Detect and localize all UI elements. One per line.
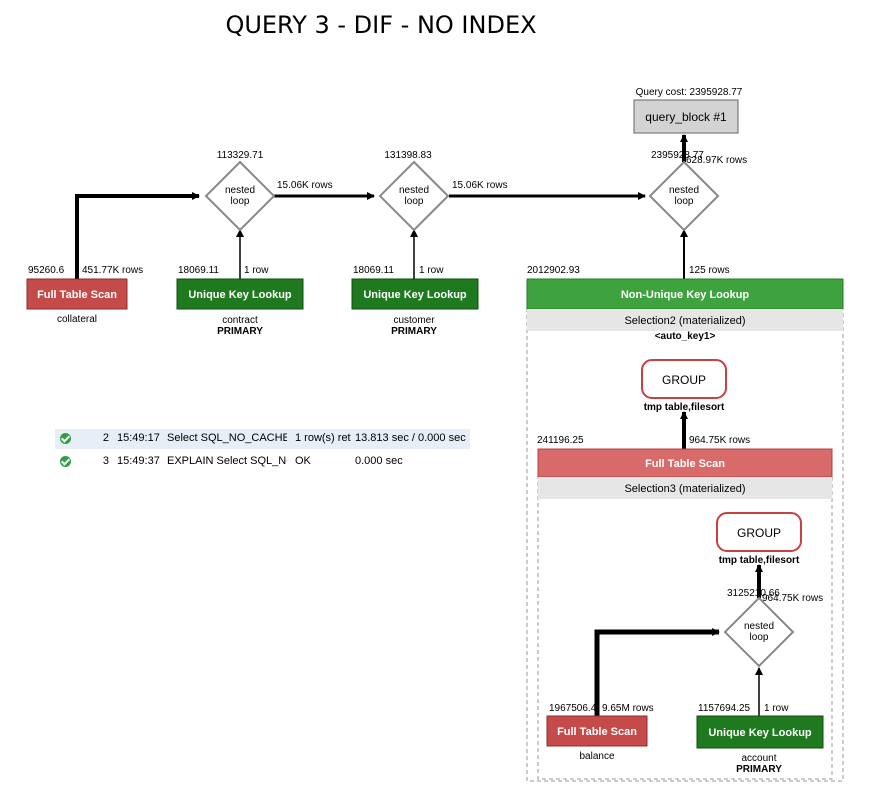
fts-balance-table: balance (579, 751, 614, 762)
history-row[interactable]: 3 15:49:37 EXPLAIN Select SQL_NO_CACHE O… (55, 452, 470, 472)
ukl-contract-rows: 1 row (244, 265, 269, 276)
ukl-account-key: PRIMARY (736, 764, 782, 775)
edge-collateral-nl1 (75, 192, 200, 279)
history-duration: 0.000 sec (355, 455, 403, 467)
fts-balance-cost: 1967506.4 (549, 703, 597, 714)
nested-loop-label: loop (405, 196, 424, 207)
ukl-account-table: account (741, 753, 776, 764)
full-table-scan-collateral[interactable] (26, 278, 128, 310)
query-block-box[interactable] (633, 99, 739, 134)
nl4-cost: 3125210.66 (727, 588, 780, 599)
fts-balance-rows: 9.65M rows (602, 703, 654, 714)
selection3-header (538, 477, 832, 499)
selection3-label: Selection3 (materialized) (624, 483, 745, 495)
ukl-account-rows: 1 row (764, 703, 789, 714)
fts-sel3-label: Full Table Scan (645, 458, 725, 470)
history-row[interactable]: 2 15:49:17 Select SQL_NO_CACHE 1 row(s) … (55, 429, 470, 449)
success-icon (60, 456, 71, 467)
full-table-scan-selection3[interactable] (537, 448, 833, 478)
fts-collateral-cost: 95260.6 (28, 265, 65, 276)
nl3-cost: 2395928.77 (651, 150, 704, 161)
success-icon (60, 433, 71, 444)
ukl-account-cost: 1157694.25 (698, 703, 751, 714)
nested-loop-label: nested (399, 185, 429, 196)
history-message: OK (295, 455, 311, 467)
nl2-rows: 15.06K rows (452, 180, 508, 191)
page-title: QUERY 3 - DIF - NO INDEX (225, 11, 536, 39)
group-node-2[interactable] (716, 512, 802, 552)
group-2-label: GROUP (737, 526, 781, 540)
ukl-contract-key: PRIMARY (217, 326, 263, 337)
nukl-cost: 2012902.93 (527, 265, 580, 276)
history-time: 15:49:37 (117, 455, 160, 467)
nl3-rows: 628.97K rows (686, 155, 747, 166)
nested-loop-label: nested (669, 185, 699, 196)
ukl-contract-table: contract (222, 315, 258, 326)
nukl-key: <auto_key1> (655, 331, 716, 342)
ukl-contract-label: Unique Key Lookup (188, 289, 292, 301)
nl2-cost: 131398.83 (384, 150, 432, 161)
history-num: 2 (102, 432, 109, 444)
nested-loop-3[interactable]: nested loop (648, 160, 720, 232)
fts-collateral-table: collateral (57, 314, 97, 325)
selection2-label: Selection2 (materialized) (624, 315, 745, 327)
fts-balance-label: Full Table Scan (557, 726, 637, 738)
unique-key-lookup-contract[interactable] (176, 278, 304, 310)
query-block-label: query_block #1 (645, 110, 727, 124)
history-message: 1 row(s) returned (295, 432, 351, 444)
nested-loop-2[interactable]: nested loop (378, 160, 450, 232)
group-1-sub: tmp table,filesort (644, 402, 725, 413)
group-2-sub: tmp table,filesort (719, 555, 800, 566)
nl1-cost: 113329.71 (217, 150, 264, 161)
nested-loop-label: nested (225, 185, 255, 196)
group-1-label: GROUP (662, 373, 706, 387)
edge-balance-nl4 (594, 628, 720, 716)
history-action: EXPLAIN Select SQL_NO_CACHE (167, 455, 287, 467)
ukl-customer-cost: 18069.11 (353, 265, 394, 276)
ukl-customer-key: PRIMARY (391, 326, 437, 337)
fts-collateral-label: Full Table Scan (37, 289, 117, 301)
nukl-label: Non-Unique Key Lookup (621, 289, 750, 301)
ukl-customer-table: customer (393, 315, 435, 326)
unique-key-lookup-account[interactable] (696, 715, 824, 749)
full-table-scan-balance[interactable] (546, 715, 648, 747)
ukl-contract-cost: 18069.11 (178, 265, 219, 276)
nested-loop-label: loop (675, 196, 694, 207)
nukl-rows: 125 rows (689, 265, 730, 276)
selection2-header (527, 309, 843, 331)
nested-loop-4[interactable]: nested loop (723, 596, 795, 668)
ukl-customer-label: Unique Key Lookup (363, 289, 467, 301)
nested-loop-label: loop (231, 196, 250, 207)
query-cost-label: Query cost: 2395928.77 (636, 87, 743, 98)
group-node-1[interactable] (641, 359, 727, 399)
nested-loop-label: loop (750, 632, 769, 643)
fts-sel3-cost: 241196.25 (537, 435, 584, 446)
ukl-customer-rows: 1 row (419, 265, 444, 276)
unique-key-lookup-customer[interactable] (351, 278, 479, 310)
history-duration: 13.813 sec / 0.000 sec (355, 432, 466, 444)
nl4-rows: 964.75K rows (762, 593, 823, 604)
fts-collateral-rows: 451.77K rows (82, 265, 143, 276)
fts-sel3-rows: 964.75K rows (689, 435, 750, 446)
nested-loop-1[interactable]: nested loop (204, 160, 276, 232)
history-action: Select SQL_NO_CACHE (167, 432, 287, 444)
ukl-account-label: Unique Key Lookup (708, 727, 812, 739)
nested-loop-label: nested (744, 621, 774, 632)
history-time: 15:49:17 (117, 432, 160, 444)
nl1-rows: 15.06K rows (277, 180, 333, 191)
history-num: 3 (102, 455, 109, 467)
